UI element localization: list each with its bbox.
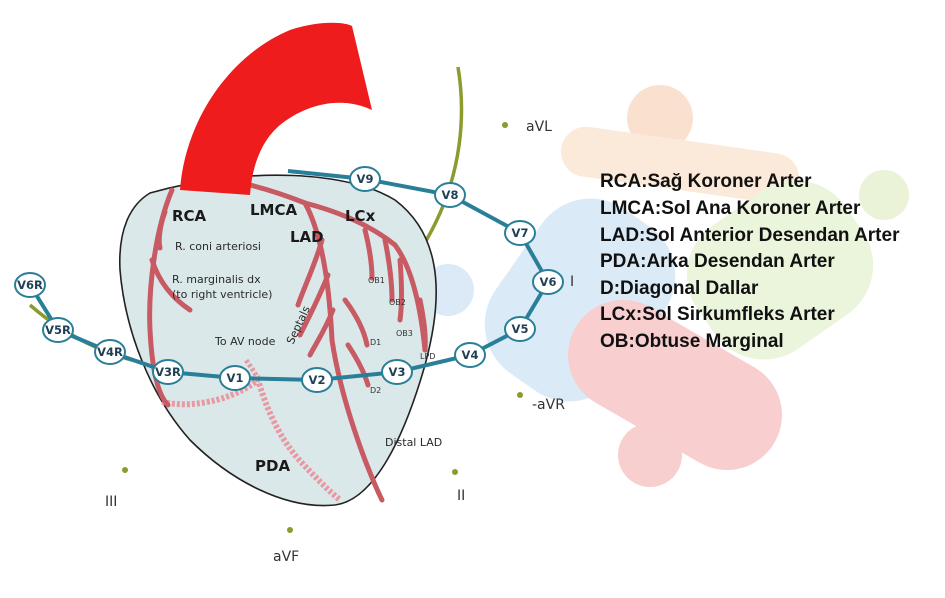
lead-nodes: V6R V5R V4R V3R V1 V2 V3 V4 V5 V6 V7 V8 V9 — [14, 166, 564, 393]
septal-branch-3 — [307, 307, 336, 358]
lead-node-circle — [532, 269, 564, 295]
obtuse-marginal-ob3 — [397, 257, 404, 323]
lead-node-circle — [454, 342, 486, 368]
heart-outline — [119, 174, 437, 507]
legend: RCA:Sağ Koroner Arter LMCA:Sol Ana Koron… — [600, 171, 900, 352]
lead-node-circle — [42, 317, 74, 343]
lead-node-v4r: V4R — [94, 339, 126, 365]
lead-node-v5r: V5R — [42, 317, 74, 343]
lead-node-v7: V7 — [504, 220, 536, 246]
lead-node-circle — [504, 316, 536, 342]
heart-label-rca: RCA — [172, 207, 207, 225]
watermark-logo — [422, 85, 909, 487]
lead-node-label: V4R — [97, 345, 123, 359]
legend-item-ob: OB:Obtuse Marginal — [600, 331, 784, 352]
legend-item-pda: PDA:Arka Desendan Arter — [600, 251, 835, 272]
coronary-arteries — [147, 182, 428, 503]
lead-node-label: V7 — [512, 226, 529, 240]
heart-label-ob1: OB1 — [368, 276, 385, 285]
lead-node-v3: V3 — [381, 359, 413, 385]
lead-node-v9: V9 — [349, 166, 381, 192]
lead-node-label: V6 — [540, 275, 557, 289]
aorta-arch — [180, 22, 372, 195]
legend-item-lad: LAD:Sol Anterior Desendan Arter — [600, 225, 900, 246]
lead-node-label: V4 — [462, 348, 479, 362]
legend-item-lcx: LCx:Sol Sirkumfleks Arter — [600, 304, 835, 325]
heart-label-marginalis-2: (to right ventricle) — [172, 288, 272, 301]
heart-label-d1: D1 — [370, 338, 381, 347]
lead-node-label: V5 — [512, 322, 529, 336]
limb-label-ii: II — [457, 488, 465, 504]
septal-branch-1 — [295, 237, 325, 308]
heart-label-distal-lad: Distal LAD — [385, 436, 442, 449]
limb-tick-0 — [502, 122, 508, 128]
heart-label-lmca: LMCA — [250, 201, 297, 219]
heart-label-coni: R. coni arteriosi — [175, 240, 261, 253]
heart-label-lcx: LCx — [345, 207, 376, 225]
lead-node-circle — [349, 166, 381, 192]
obtuse-marginal-ob1 — [362, 227, 375, 281]
heart-label-pda: PDA — [255, 457, 290, 475]
lead-node-circle — [504, 220, 536, 246]
lead-node-v3r: V3R — [152, 359, 184, 385]
pda-artery — [161, 374, 342, 503]
lcx-artery — [302, 200, 428, 353]
lead-node-label: V3 — [389, 365, 406, 379]
lead-node-v2: V2 — [301, 367, 333, 393]
legend-item-d: D:Diagonal Dallar — [600, 278, 759, 299]
lead-node-v8: V8 — [434, 182, 466, 208]
lead-node-circle — [94, 339, 126, 365]
limb-label-avl: aVL — [526, 119, 552, 135]
heart: RCA LMCA LCx LAD R. coni arteriosi R. ma… — [119, 22, 442, 507]
lead-node-circle — [14, 272, 46, 298]
limb-tick-4 — [287, 527, 293, 533]
limb-label-i: I — [570, 274, 574, 290]
lad-artery — [302, 200, 385, 503]
lead-node-label: V5R — [45, 323, 71, 337]
rca-coni-branch — [156, 209, 168, 251]
lead-node-label: V1 — [227, 371, 244, 385]
lead-node-label: V2 — [309, 373, 326, 387]
lead-node-circle — [301, 367, 333, 393]
diagonal-d2 — [345, 342, 371, 388]
diagonal-d1 — [342, 297, 370, 348]
lead-node-v4: V4 — [454, 342, 486, 368]
obtuse-marginal-ob2 — [382, 237, 395, 303]
lead-node-label: V9 — [357, 172, 374, 186]
limb-label-minus-avr: -aVR — [532, 397, 565, 413]
limb-label-iii: III — [105, 494, 117, 510]
heart-label-lpd: LPD — [420, 352, 435, 361]
lmca-artery — [247, 182, 308, 206]
heart-label-d2: D2 — [370, 386, 381, 395]
limb-label-avf: aVF — [273, 549, 299, 565]
legend-item-lmca: LMCA:Sol Ana Koroner Arter — [600, 198, 861, 219]
limb-tick-5 — [122, 467, 128, 473]
rca-marginal-branch — [149, 257, 193, 313]
heart-label-ob2: OB2 — [389, 298, 406, 307]
lead-node-v6r: V6R — [14, 272, 46, 298]
heart-label-av-node: To AV node — [214, 335, 276, 348]
heart-label-marginalis-1: R. marginalis dx — [172, 273, 261, 286]
lead-node-circle — [152, 359, 184, 385]
heart-label-ob3: OB3 — [396, 329, 413, 338]
lead-node-label: V8 — [442, 188, 459, 202]
legend-item-rca: RCA:Sağ Koroner Arter — [600, 171, 812, 192]
lpd-branch — [417, 297, 428, 353]
lead-node-label: V6R — [17, 278, 43, 292]
limb-lead-ticks — [122, 122, 558, 533]
lead-node-circle — [434, 182, 466, 208]
lead-node-label: V3R — [155, 365, 181, 379]
septal-branch-2 — [297, 272, 331, 338]
heart-label-lad: LAD — [290, 228, 324, 246]
lead-node-circle — [219, 365, 251, 391]
limb-tick-2 — [517, 392, 523, 398]
limb-tick-3 — [452, 469, 458, 475]
lead-node-v6: V6 — [532, 269, 564, 295]
lead-node-circle — [381, 359, 413, 385]
lead-node-v5: V5 — [504, 316, 536, 342]
lead-node-v1: V1 — [219, 365, 251, 391]
